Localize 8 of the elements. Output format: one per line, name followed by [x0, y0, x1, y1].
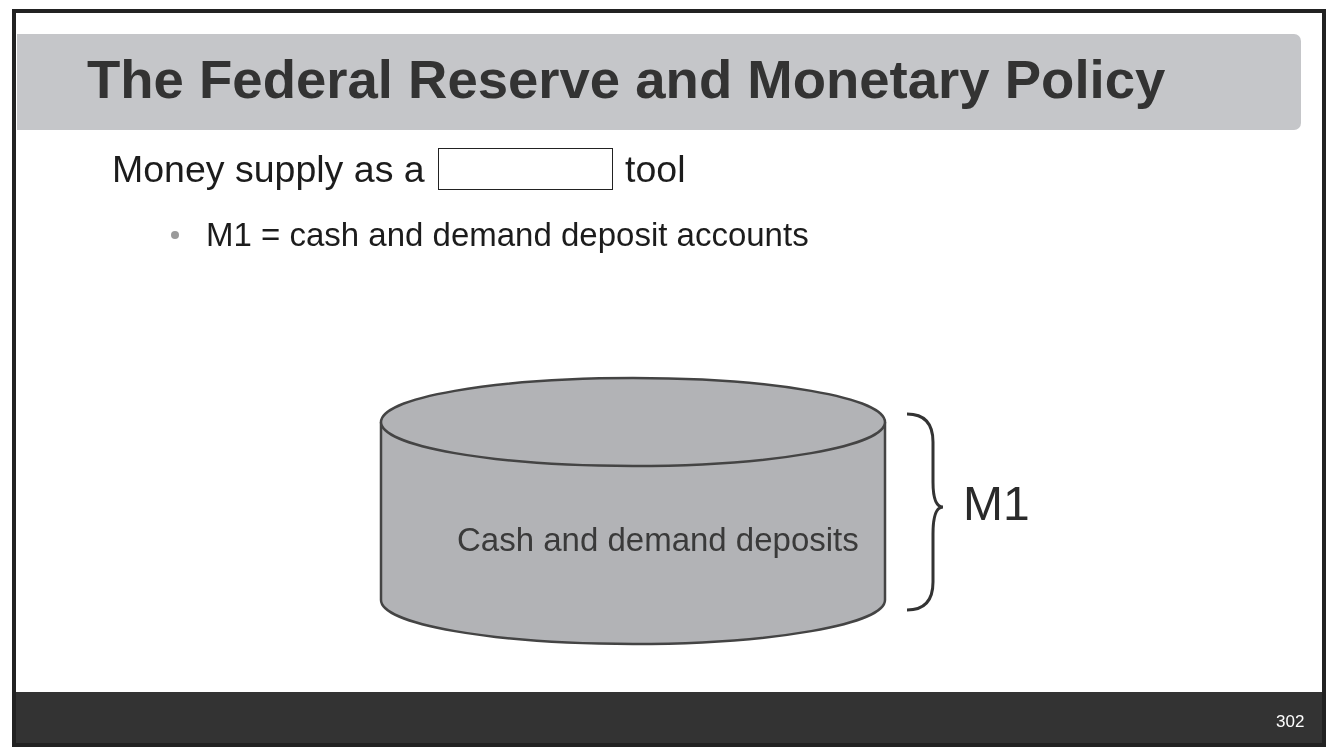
bullet-text: M1 = cash and demand deposit accounts [206, 216, 809, 254]
cylinder-label: Cash and demand deposits [457, 521, 859, 559]
page-number: 302 [1276, 712, 1305, 732]
prompt-text: Money supply as a [112, 148, 425, 192]
slide-title: The Federal Reserve and Monetary Policy [87, 50, 1166, 110]
bracket-label: M1 [963, 476, 1030, 532]
cylinder [380, 377, 886, 645]
prompt-text: tool [625, 148, 686, 192]
